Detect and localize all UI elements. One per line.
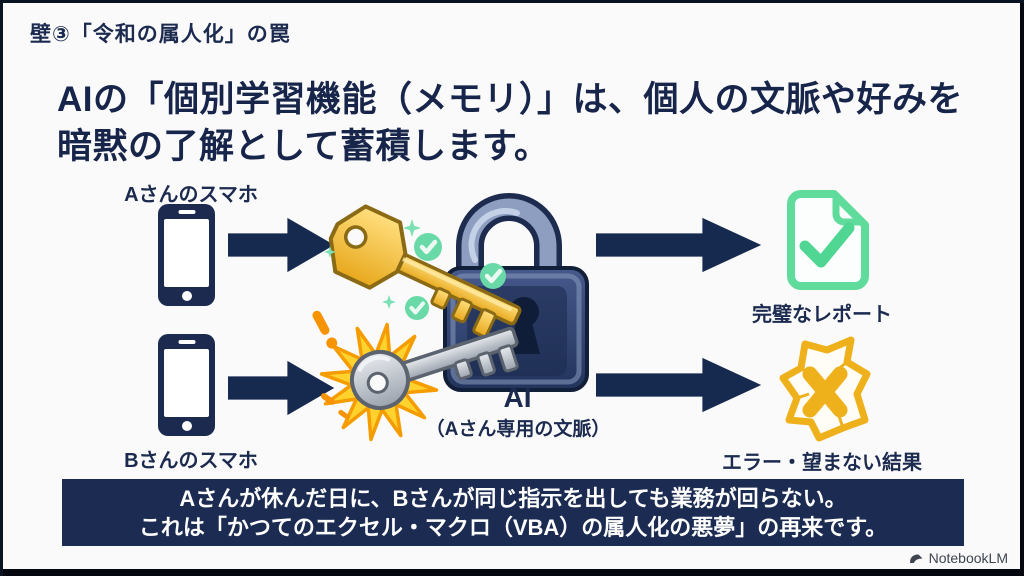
device-b-label: Bさんのスマホ — [124, 450, 258, 472]
bad-result-label: エラー・望まない結果 — [722, 452, 922, 474]
arrow-right-icon — [228, 217, 335, 273]
smartphone-a-icon — [158, 204, 215, 306]
notebooklm-watermark: NotebookLM — [909, 550, 1008, 566]
arrow-right-icon — [596, 357, 762, 413]
check-badges — [324, 219, 506, 320]
exclamation-icon — [312, 310, 338, 349]
arrow-right-icon — [596, 217, 762, 273]
flow-diagram: Aさんのスマホ Bさんのスマホ — [0, 170, 1024, 480]
ai-label: AI — [503, 382, 532, 413]
main-title-line-1: AIの「個別学習機能（メモリ）」は、個人の文脈や好みを — [57, 80, 964, 119]
silver-key-icon — [350, 326, 519, 410]
gold-key-icon — [328, 204, 522, 338]
phone-home-button — [181, 421, 192, 431]
banner-line-1: Aさんが休んだ日に、Bさんが同じ指示を出しても業務が回らない。 — [179, 486, 847, 511]
main-title: AIの「個別学習機能（メモリ）」は、個人の文脈や好みを 暗黙の了解として蓄積しま… — [57, 76, 977, 170]
smartphone-b-icon — [158, 334, 215, 436]
main-title-line-2: 暗黙の了解として蓄積します。 — [57, 127, 550, 166]
notebooklm-label: NotebookLM — [928, 550, 1008, 566]
arrow-right-icon — [228, 360, 335, 416]
device-a-label: Aさんのスマホ — [124, 184, 258, 206]
phone-speaker — [178, 210, 195, 214]
document-check-icon — [787, 190, 869, 290]
banner-line-2: これは「かつてのエクセル・マクロ（VBA）の属人化の悪夢」の再来です。 — [138, 515, 888, 540]
phone-home-button — [181, 291, 192, 301]
slide-header-title: 壁③「令和の属人化」の罠 — [30, 23, 291, 46]
phone-speaker — [178, 340, 195, 344]
crumpled-error-icon — [779, 336, 871, 442]
notebooklm-logo-icon — [909, 554, 923, 563]
good-result-label: 完璧なレポート — [752, 304, 892, 326]
phone-screen — [164, 219, 209, 287]
ai-sublabel: （Aさん専用の文脈） — [425, 419, 611, 440]
phone-screen — [164, 349, 209, 417]
summary-banner: Aさんが休んだ日に、Bさんが同じ指示を出しても業務が回らない。 これは「かつての… — [62, 479, 964, 546]
padlock-keys-icon — [312, 193, 589, 442]
